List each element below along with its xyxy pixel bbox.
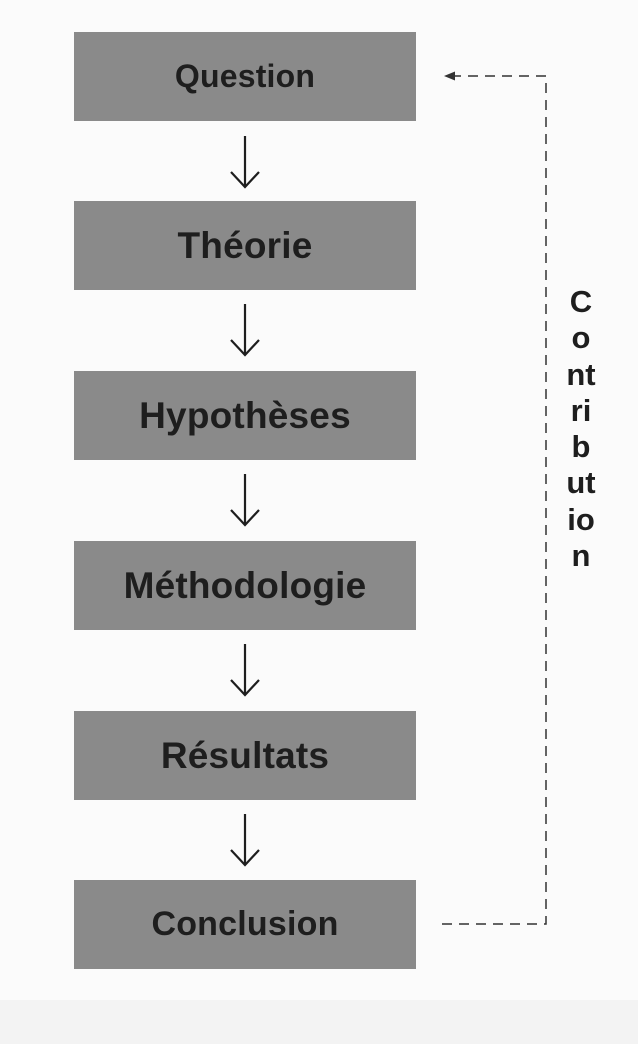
step-box-methodologie: Méthodologie <box>74 541 416 630</box>
step-box-question: Question <box>74 32 416 121</box>
step-label: Hypothèses <box>139 394 351 436</box>
contribution-label: Contribution <box>566 284 596 574</box>
arrow-down-icon <box>230 814 260 867</box>
step-label: Résultats <box>160 734 330 776</box>
step-label: Théorie <box>177 224 313 266</box>
arrow-down-icon <box>230 136 260 189</box>
step-box-theorie: Théorie <box>74 201 416 290</box>
feedback-dashed-line <box>442 75 547 925</box>
step-box-hypotheses: Hypothèses <box>74 371 416 460</box>
page-bottom-band <box>0 1000 638 1044</box>
step-label: Conclusion <box>151 905 339 943</box>
step-label: Question <box>174 58 316 94</box>
arrow-left-icon <box>444 71 455 81</box>
arrow-down-icon <box>230 644 260 697</box>
step-box-conclusion: Conclusion <box>74 880 416 969</box>
step-label: Méthodologie <box>123 564 367 606</box>
arrow-down-icon <box>230 304 260 357</box>
arrow-down-icon <box>230 474 260 527</box>
step-box-resultats: Résultats <box>74 711 416 800</box>
